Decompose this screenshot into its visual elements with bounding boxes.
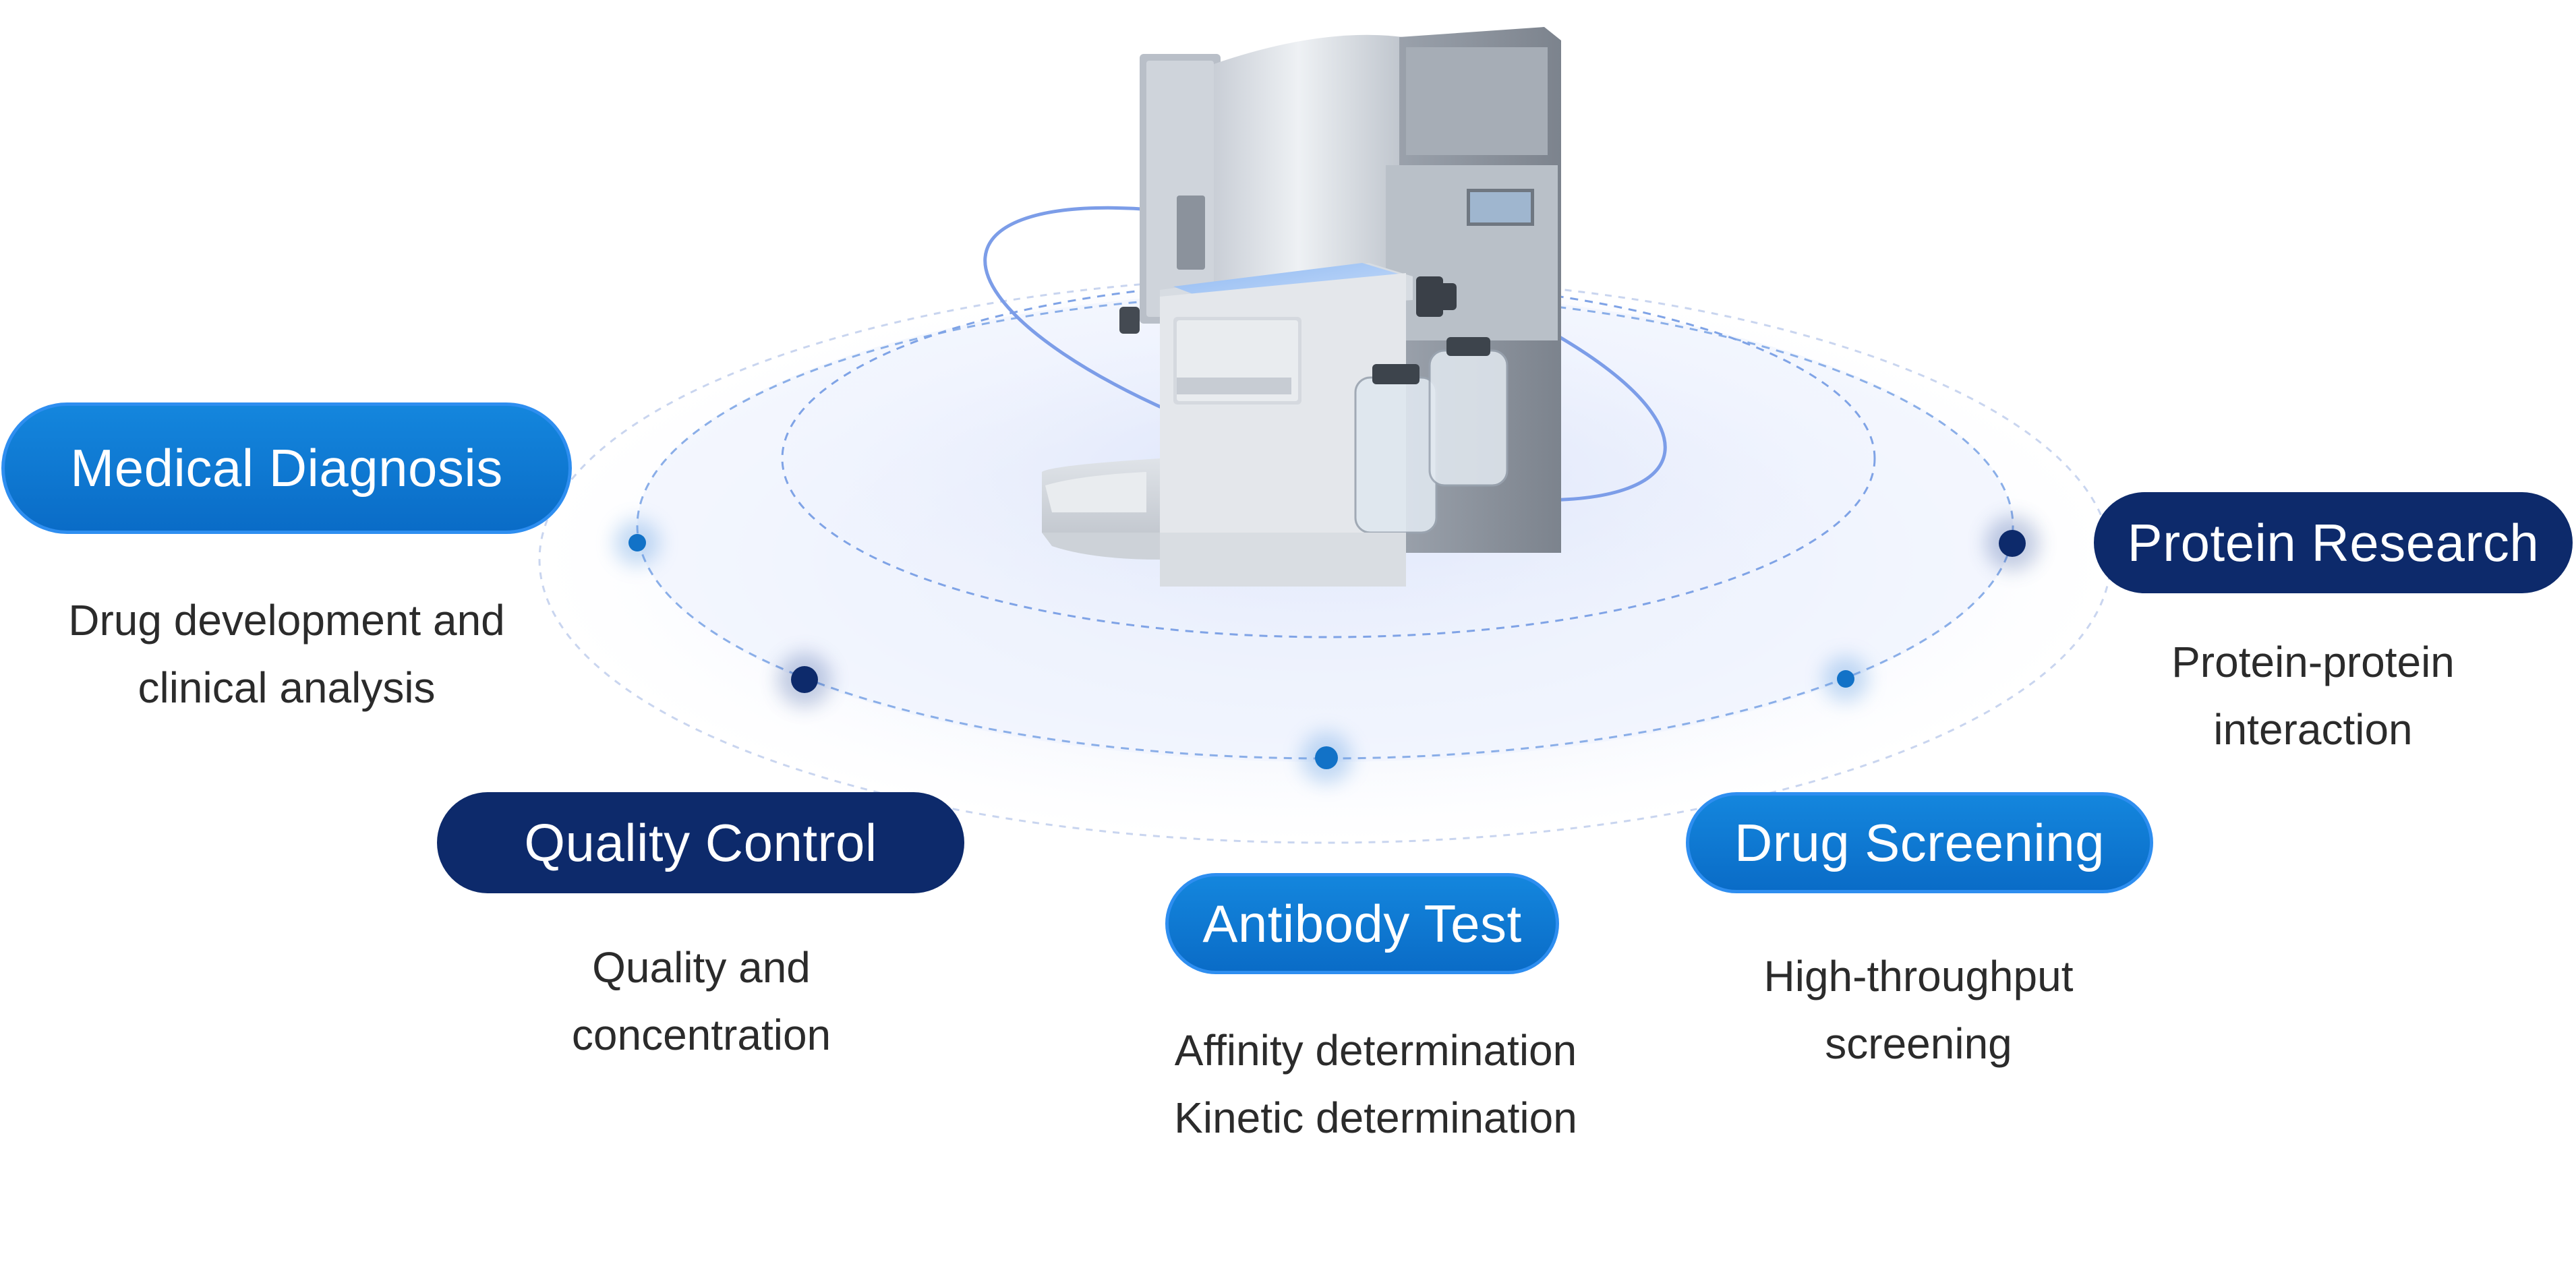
description-line: clinical analysis [138, 663, 436, 712]
description-line: concentration [571, 1011, 831, 1059]
description-line: Quality and [592, 943, 811, 992]
quality-control-pill[interactable]: Quality Control [437, 792, 964, 893]
description-line: screening [1825, 1019, 2012, 1068]
protein-research-pill[interactable]: Protein Research [2094, 492, 2573, 593]
quality-control-description: Quality and concentration [465, 934, 937, 1069]
description-line: Drug development and [68, 596, 505, 645]
description-line: Affinity determination [1174, 1026, 1577, 1075]
antibody-test-description: Affinity determination Kinetic determina… [1106, 1017, 1645, 1151]
orbit-dot [1999, 530, 2026, 557]
orbit-dot [1837, 670, 1854, 688]
medical-diagnosis-pill[interactable]: Medical Diagnosis [1, 402, 572, 534]
description-line: High-throughput [1763, 952, 2074, 1000]
antibody-test-pill[interactable]: Antibody Test [1165, 873, 1559, 974]
description-line: Protein-protein [2171, 638, 2455, 686]
description-line: interaction [2213, 705, 2413, 754]
inner-orbit-ring [781, 278, 1876, 638]
orbit-dots [614, 516, 2039, 783]
orbit-dot [791, 666, 818, 693]
orbit-dot [628, 534, 646, 551]
drug-screening-description: High-throughput screening [1686, 942, 2151, 1077]
protein-research-description: Protein-protein interaction [2077, 628, 2549, 763]
description-line: Kinetic determination [1174, 1094, 1577, 1142]
instrument-illustration [1042, 27, 1561, 587]
drug-screening-pill[interactable]: Drug Screening [1686, 792, 2153, 893]
medical-diagnosis-description: Drug development and clinical analysis [13, 587, 560, 721]
orbit-dot [1315, 746, 1338, 769]
